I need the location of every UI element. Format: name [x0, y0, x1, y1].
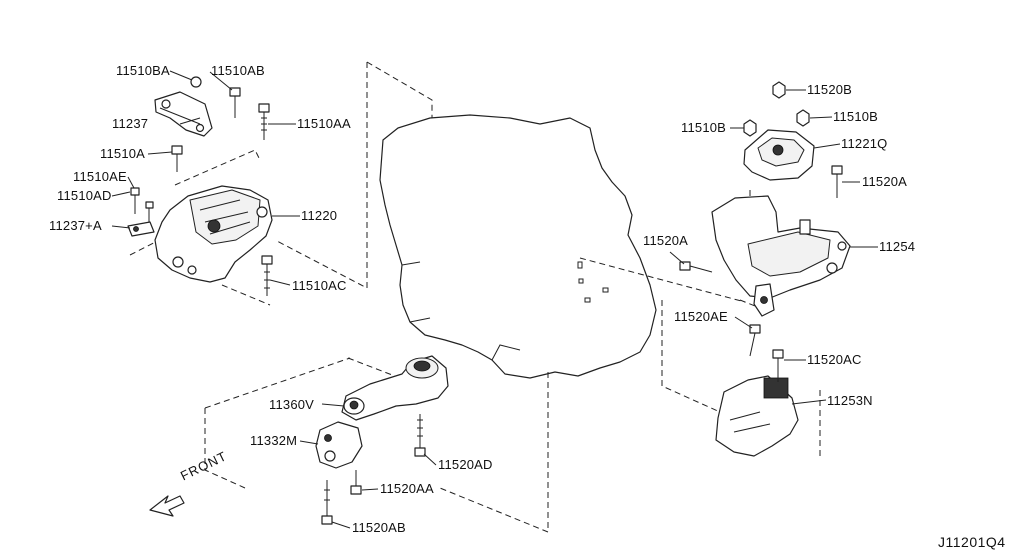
part-label-11510AD[interactable]: 11510AD	[57, 188, 112, 203]
part-label-11520B[interactable]: 11520B	[807, 82, 853, 97]
leader-lines	[111, 70, 878, 529]
bolt-icon	[258, 103, 270, 140]
engine-hole	[578, 278, 584, 284]
mount-11220-assembly	[154, 185, 273, 283]
engine-block	[379, 114, 657, 379]
bolt-icon	[229, 87, 241, 118]
bolt-icon	[749, 324, 761, 357]
part-label-11253N[interactable]: 11253N	[827, 393, 873, 408]
engine-hole	[602, 287, 609, 293]
mount-11253N	[715, 375, 799, 457]
part-label-11221Q[interactable]: 11221Q	[841, 136, 888, 151]
part-label-11520AB[interactable]: 11520AB	[352, 520, 406, 535]
bolt-icon	[350, 470, 362, 495]
bracket-11237A	[127, 221, 155, 237]
part-label-11332M[interactable]: 11332M	[250, 433, 298, 448]
part-label-11520A-top[interactable]: 11520A	[862, 174, 908, 189]
part-label-11237[interactable]: 11237	[112, 116, 149, 131]
bolt-icon	[679, 261, 713, 273]
front-arrow-icon	[149, 495, 185, 517]
part-label-11520AC[interactable]: 11520AC	[807, 352, 862, 367]
part-label-11360V[interactable]: 11360V	[269, 397, 315, 412]
nut-icon	[772, 81, 786, 99]
bracket-11237	[154, 91, 213, 137]
bolt-icon	[831, 165, 843, 198]
torque-rod-11360V	[341, 355, 449, 421]
bolt-icon	[171, 145, 183, 172]
part-label-11510A[interactable]: 11510A	[100, 146, 146, 161]
mount-11221Q	[743, 129, 815, 181]
part-label-11520AA[interactable]: 11520AA	[380, 481, 434, 496]
part-label-11254[interactable]: 11254	[879, 239, 916, 254]
part-label-11220[interactable]: 11220	[301, 208, 338, 223]
bracket-11332M	[315, 421, 363, 469]
diagram-code: J11201Q4	[938, 534, 1006, 550]
bolt-icon	[321, 480, 333, 525]
engine-hole	[577, 261, 583, 269]
part-label-11510AA[interactable]: 11510AA	[297, 116, 351, 131]
dashed-guides	[129, 61, 821, 533]
part-label-11510AC[interactable]: 11510AC	[292, 278, 347, 293]
bolt-icon	[130, 187, 140, 214]
bolt-icon	[414, 414, 426, 457]
part-label-11520AE[interactable]: 11520AE	[674, 309, 728, 324]
part-label-11510AE[interactable]: 11510AE	[73, 169, 127, 184]
part-label-11510BA[interactable]: 11510BA	[116, 63, 170, 78]
nut-icon	[743, 119, 757, 137]
engine-hole	[584, 297, 591, 303]
part-label-11510AB[interactable]: 11510AB	[211, 63, 265, 78]
part-label-11510B-left[interactable]: 11510B	[681, 120, 727, 135]
part-label-11237A[interactable]: 11237+A	[49, 218, 102, 233]
bracket-11254	[711, 195, 851, 317]
bolt-icon	[145, 201, 154, 222]
bolt-icon	[772, 349, 784, 382]
part-label-11510B-right[interactable]: 11510B	[833, 109, 879, 124]
nut-icon	[796, 109, 810, 127]
part-label-11520A-left[interactable]: 11520A	[643, 233, 689, 248]
bolt-icon	[261, 255, 273, 296]
nut-icon	[190, 76, 202, 88]
part-label-11520AD[interactable]: 11520AD	[438, 457, 493, 472]
